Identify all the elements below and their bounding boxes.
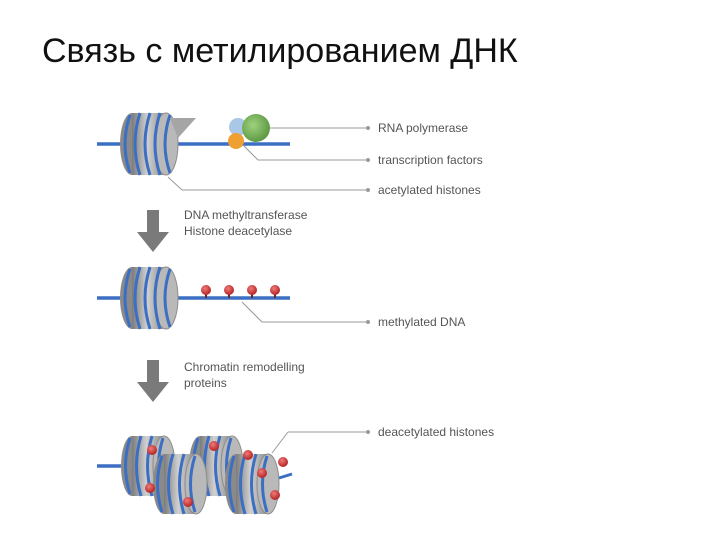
rna-polymerase-complex [228,114,270,149]
nucleosome [120,266,179,330]
label-transcription-factors: transcription factors [378,153,483,167]
leader-methylated-dna [241,301,263,323]
label-acetylated-histones: acetylated histones [378,183,481,197]
active-chromatin-row: RNA polymerase transcription factors ace… [97,112,483,197]
nucleosome-deacetylated [153,453,208,515]
nucleosome-deacetylated [225,453,280,515]
step2-label-line1: Chromatin remodelling [184,360,305,374]
label-methylated-dna: methylated DNA [378,315,465,329]
methyl-group [147,445,157,455]
methyl-group [224,285,234,298]
methyl-group [270,285,280,298]
methyl-group [257,468,267,478]
leader-transcription-factors [243,145,259,161]
label-rna-polymerase: RNA polymerase [378,121,468,135]
dna-strand [278,472,293,480]
methyl-group [247,285,257,298]
methyl-group [183,497,193,507]
step-arrow-1 [137,210,169,252]
step-arrow-2 [137,360,169,402]
methylated-chromatin-row: methylated DNA [97,266,465,330]
methyl-group [209,441,219,451]
condensed-chromatin-row: deacetylated histones [97,425,494,515]
leader-deacetylated-histones [271,431,289,454]
step1-label-line2: Histone deacetylase [184,224,292,238]
methyl-group [145,483,155,493]
step2-label-line2: proteins [184,376,227,390]
methyl-group [278,457,288,467]
label-deacetylated-histones: deacetylated histones [378,425,494,439]
nucleosome-acetylated [120,112,179,176]
methyl-group [243,450,253,460]
methyl-group [201,285,211,298]
step1-label-line1: DNA methyltransferase [184,208,308,222]
leader-acetylated-histones [167,176,183,191]
methyl-group [270,490,280,500]
slide-title: Связь с метилированием ДНК [42,32,518,70]
histone-tail-wedge [170,118,196,138]
